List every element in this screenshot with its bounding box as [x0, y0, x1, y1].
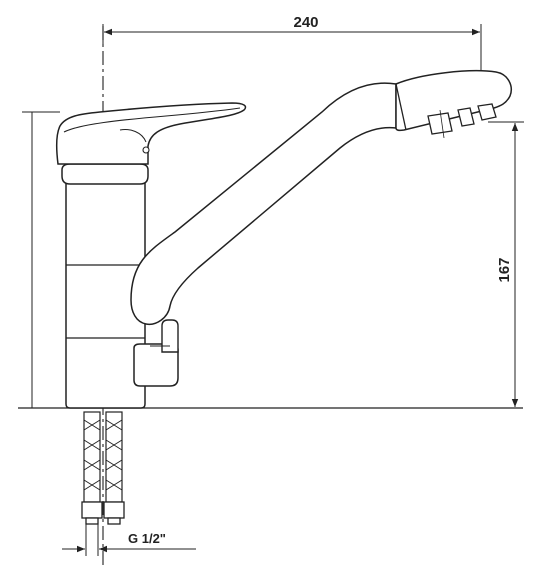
side-tap-lever: [161, 319, 179, 353]
lever-screw-icon: [142, 146, 150, 154]
lever-handle-underside: [119, 129, 147, 143]
lever-handle: [55, 102, 247, 165]
height-dimension-label: 167: [496, 257, 513, 282]
supply-hoses: [83, 411, 123, 503]
outlet-middle: [457, 107, 475, 127]
lever-handle-groove: [63, 107, 241, 133]
outlet-right: [477, 103, 497, 121]
hose-braid-2: [105, 419, 123, 491]
side-tap-body: [133, 343, 179, 387]
outlet-left: [427, 112, 453, 135]
width-dimension-label: 240: [293, 14, 318, 31]
spout-head-joint: [395, 83, 407, 131]
outlet-left-centerline: [439, 109, 445, 139]
spout: [130, 82, 397, 326]
body-collar: [61, 163, 149, 185]
hose-fittings: [81, 501, 125, 525]
hose-braid-1: [83, 419, 101, 491]
thread-size-label: G 1/2": [128, 531, 166, 546]
spout-head: [395, 70, 512, 132]
faucet-body: [65, 181, 146, 409]
